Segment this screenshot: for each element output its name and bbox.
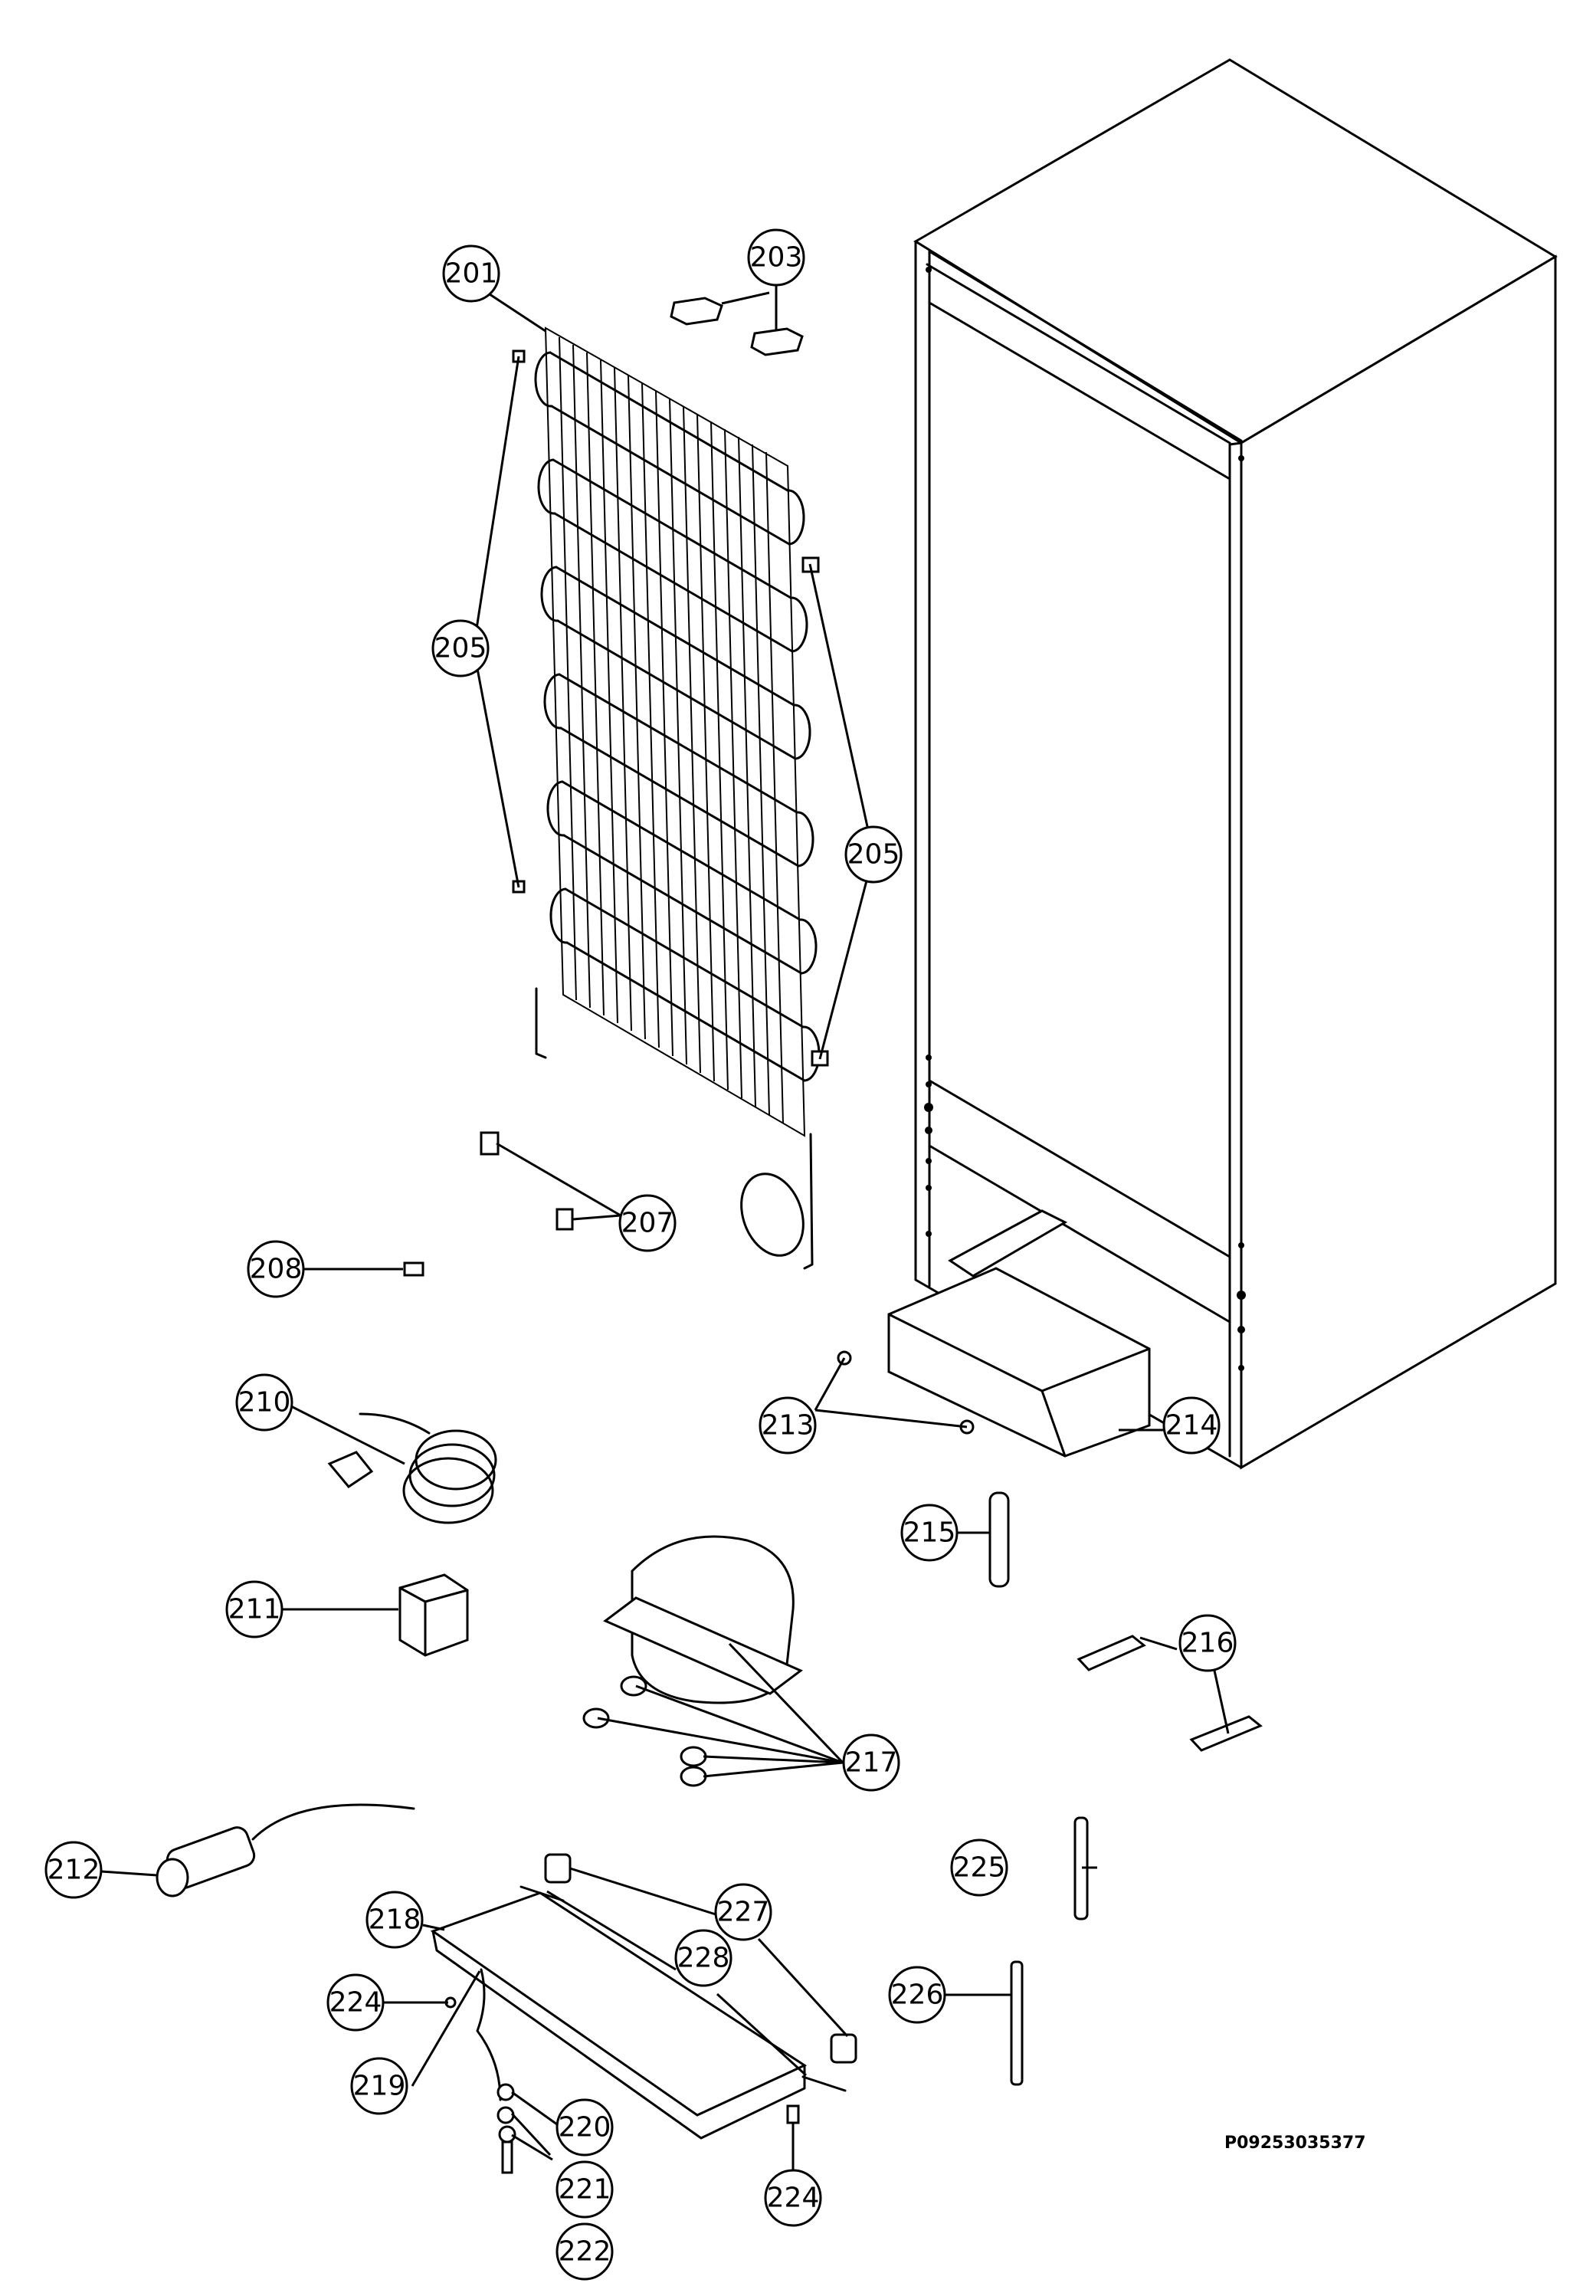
relay-box: [398, 1573, 469, 1657]
callout-213: 213: [759, 1396, 817, 1455]
svg-text:203: 203: [750, 242, 803, 274]
svg-text:225: 225: [953, 1852, 1006, 1884]
svg-text:227: 227: [717, 1897, 770, 1928]
connector-208: [403, 1261, 424, 1277]
brackets-216: [1077, 1635, 1263, 1752]
tube-226: [1010, 1960, 1024, 2086]
callout-201: 201: [442, 244, 500, 303]
callout-221: 221: [555, 2160, 614, 2219]
svg-text:215: 215: [903, 1517, 956, 1549]
callout-222: 222: [555, 2222, 614, 2281]
callout-217: 217: [842, 1733, 900, 1792]
compressor: [582, 1535, 803, 1787]
callout-205: 205: [844, 825, 903, 884]
svg-text:222: 222: [559, 2236, 611, 2268]
svg-text:201: 201: [445, 258, 498, 290]
svg-text:216: 216: [1181, 1628, 1234, 1659]
callout-228: 228: [674, 1929, 732, 1987]
svg-text:224: 224: [767, 2183, 820, 2214]
callout-216: 216: [1178, 1614, 1237, 1672]
svg-text:205: 205: [434, 633, 487, 664]
screws-213: [837, 1350, 975, 1435]
svg-text:214: 214: [1165, 1410, 1218, 1442]
svg-text:221: 221: [559, 2174, 611, 2206]
callout-210: 210: [235, 1373, 293, 1432]
callout-214: 214: [1162, 1396, 1221, 1455]
callout-226: 226: [888, 1966, 946, 2024]
svg-text:217: 217: [845, 1747, 898, 1779]
svg-text:207: 207: [621, 1208, 674, 1239]
callout-218: 218: [365, 1891, 424, 1949]
svg-text:218: 218: [369, 1904, 421, 1936]
svg-text:212: 212: [48, 1855, 100, 1886]
callout-224: 224: [764, 2169, 822, 2227]
clips-203: [670, 297, 804, 356]
cabinet: [913, 58, 1558, 1470]
capacitor-212: [156, 1803, 415, 1897]
condenser-tube-loops: [534, 351, 821, 1082]
callout-219: 219: [350, 2057, 408, 2115]
base-plate: [430, 1891, 808, 2140]
svg-text:213: 213: [762, 1410, 814, 1442]
power-cord: [327, 1412, 497, 1524]
callout-203: 203: [747, 228, 805, 287]
callout-227: 227: [714, 1883, 772, 1941]
callout-208: 208: [247, 1240, 305, 1298]
callout-225: 225: [950, 1838, 1008, 1897]
callout-211: 211: [225, 1580, 283, 1638]
svg-text:228: 228: [677, 1943, 730, 1974]
filter-drier-215: [988, 1491, 1010, 1588]
leader-lines: [100, 285, 1230, 2170]
svg-text:224: 224: [329, 1987, 382, 2019]
callout-212: 212: [44, 1841, 103, 1899]
svg-text:219: 219: [353, 2071, 406, 2102]
svg-text:226: 226: [891, 1979, 944, 2011]
condenser-wires: [559, 336, 784, 1124]
svg-text:220: 220: [559, 2112, 611, 2143]
drawing-code: P09253035377: [1224, 2134, 1366, 2153]
cable-and-bolts: [444, 1968, 800, 2174]
callout-215: 215: [900, 1504, 959, 1562]
svg-text:208: 208: [250, 1254, 303, 1285]
callout-220: 220: [555, 2098, 614, 2157]
callout-205: 205: [431, 619, 490, 677]
svg-text:210: 210: [238, 1387, 291, 1419]
condenser: [512, 326, 829, 1270]
callout-207: 207: [618, 1194, 677, 1252]
svg-text:211: 211: [228, 1594, 281, 1625]
clips-207: [480, 1131, 574, 1231]
drip-tray: [887, 1267, 1151, 1458]
callout-224: 224: [326, 1973, 385, 2032]
svg-text:205: 205: [847, 839, 900, 871]
